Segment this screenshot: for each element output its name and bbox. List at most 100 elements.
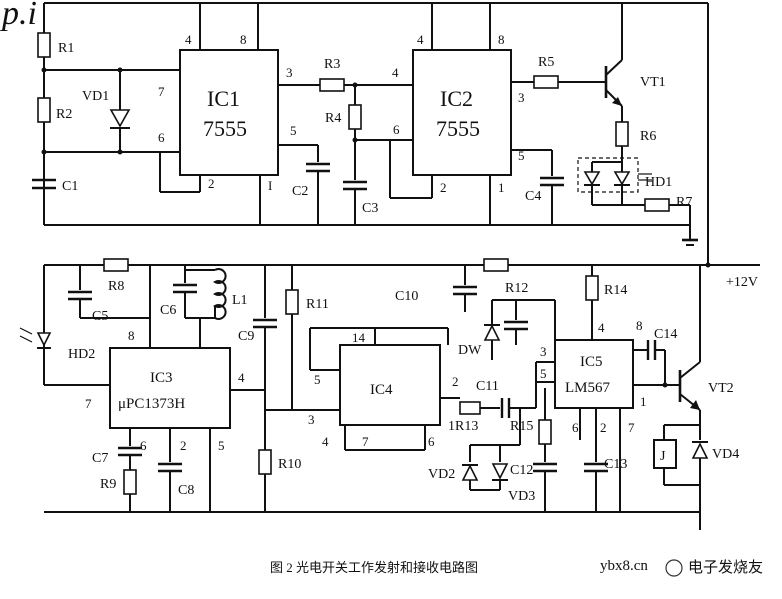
ic4-name: IC4 <box>370 382 393 398</box>
ic5-pin-5: 5 <box>540 366 547 381</box>
ic3-part: μPC1373H <box>118 396 185 412</box>
r12-label: R12 <box>505 281 528 296</box>
ic2-part: 7555 <box>436 116 480 141</box>
c3-label: C3 <box>362 201 378 216</box>
ic5-pin-8: 8 <box>636 318 643 333</box>
c12-label: C12 <box>510 463 533 478</box>
ic5-chip <box>554 339 634 409</box>
r13-resistor <box>459 401 481 415</box>
c1-label: C1 <box>62 179 78 194</box>
ic1-pin-7: 7 <box>158 84 165 99</box>
r3-label: R3 <box>324 57 340 72</box>
ic3-name: IC3 <box>150 370 173 386</box>
ic1-pin-8: 8 <box>240 32 247 47</box>
ic1-pin-3: 3 <box>286 65 293 80</box>
ic5-pin-7: 7 <box>628 420 635 435</box>
ic2-name: IC2 <box>440 86 473 111</box>
ic2-pin-3: 3 <box>518 90 525 105</box>
ic2-pin-4: 4 <box>417 32 424 47</box>
vt2-label: VT2 <box>708 381 734 396</box>
ic2-pin-1: 1 <box>498 180 505 195</box>
corner-watermark: p.i <box>0 0 37 32</box>
r10-resistor <box>258 449 272 475</box>
c4-label: C4 <box>525 189 541 204</box>
ic4-chip <box>339 344 441 426</box>
hd2-photodiode <box>36 332 52 347</box>
transmitter-circuit: R1 R2 VD1 C1 IC1 7555 4 8 7 6 <box>32 2 709 265</box>
logo-icon <box>665 559 683 577</box>
ic2-chip <box>412 49 512 176</box>
ic1-pin-5: 5 <box>290 123 297 138</box>
watermark-left: ybx8.cn <box>600 558 648 574</box>
vd1-diode <box>109 109 131 128</box>
ic2-pin-2: 2 <box>440 180 447 195</box>
r7-label: R7 <box>676 195 692 210</box>
ic4-pin-5: 5 <box>314 372 321 387</box>
ic4-pin-6: 6 <box>428 434 435 449</box>
l1-inductor <box>213 268 227 320</box>
ic4-pin-4: 4 <box>322 434 329 449</box>
ic2-pin-6: 6 <box>393 122 400 137</box>
hd2-label: HD2 <box>68 347 95 362</box>
ic1-pin-1: I <box>268 178 272 193</box>
ic5-pin-1: 1 <box>640 394 647 409</box>
ic5-pin-4: 4 <box>598 320 605 335</box>
r1-resistor <box>37 32 51 58</box>
r4-resistor <box>348 104 362 130</box>
r3-resistor <box>319 78 345 92</box>
ic5-name: IC5 <box>580 354 603 370</box>
r8-label: R8 <box>108 279 124 294</box>
r6-resistor <box>615 121 629 147</box>
hd1-label: HD1 <box>645 175 672 190</box>
ic2-pin-4-left: 4 <box>392 65 399 80</box>
watermark-right: 电子发烧友 <box>688 559 763 576</box>
ic1-part: 7555 <box>203 116 247 141</box>
ic2-pin-8: 8 <box>498 32 505 47</box>
ic1-pin-4: 4 <box>185 32 192 47</box>
c6-label: C6 <box>160 303 176 318</box>
r9-label: R9 <box>100 477 116 492</box>
r14-resistor <box>585 275 599 301</box>
ic5-part: LM567 <box>565 380 611 396</box>
dw-label: DW <box>458 343 482 358</box>
j-label: J <box>660 449 666 464</box>
r12-resistor <box>483 258 509 272</box>
r6-label: R6 <box>640 129 656 144</box>
r13-label: 1R13 <box>448 419 478 434</box>
ic5-pin-6: 6 <box>572 420 579 435</box>
r14-label: R14 <box>604 283 627 298</box>
ic3-pin-8: 8 <box>128 328 135 343</box>
c7-label: C7 <box>92 451 108 466</box>
c2-label: C2 <box>292 184 308 199</box>
r7-resistor <box>644 198 670 212</box>
ic1-pin-6: 6 <box>158 130 165 145</box>
r10-label: R10 <box>278 457 301 472</box>
ic3-chip <box>109 347 231 429</box>
r8-resistor <box>103 258 129 272</box>
ic4-pin-3: 3 <box>308 412 315 427</box>
c5-label: C5 <box>92 309 108 324</box>
c11-label: C11 <box>476 379 499 394</box>
vd3-label: VD3 <box>508 489 535 504</box>
r2-resistor <box>37 97 51 123</box>
r9-resistor <box>123 469 137 495</box>
r15-label: R15 <box>510 419 533 434</box>
ic4-pin-14: 14 <box>352 330 366 345</box>
r2-label: R2 <box>56 107 72 122</box>
c8-label: C8 <box>178 483 194 498</box>
ic1-name: IC1 <box>207 86 240 111</box>
vd4-label: VD4 <box>712 447 739 462</box>
c14-label: C14 <box>654 327 677 342</box>
r4-label: R4 <box>325 111 341 126</box>
l1-label: L1 <box>232 293 248 308</box>
ic4-pin-2: 2 <box>452 374 459 389</box>
receiver-circuit: HD2 R8 C5 C6 L1 C9 IC3 μPC1373H 8 <box>19 258 739 530</box>
vd2-label: VD2 <box>428 467 455 482</box>
r5-label: R5 <box>538 55 554 70</box>
vd1-label: VD1 <box>82 89 109 104</box>
c10-label: C10 <box>395 289 418 304</box>
c13-label: C13 <box>604 457 627 472</box>
ic2-pin-5: 5 <box>518 148 525 163</box>
c9-label: C9 <box>238 329 254 344</box>
